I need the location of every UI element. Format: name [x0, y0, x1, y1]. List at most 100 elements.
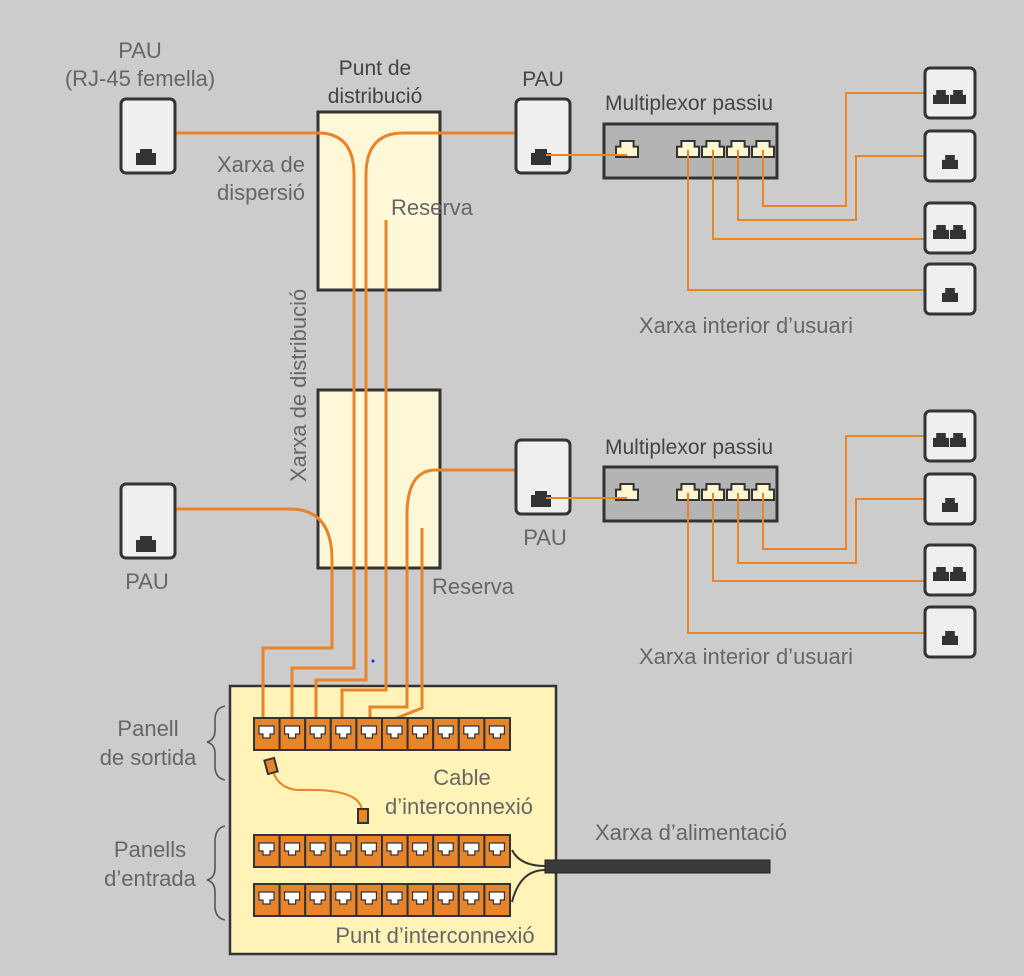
- patch-port[interactable]: [381, 834, 409, 868]
- user-outlet-single[interactable]: [923, 262, 977, 316]
- patch-port[interactable]: [483, 717, 511, 751]
- user-outlets: [923, 66, 977, 659]
- stray-dot: [371, 659, 375, 663]
- user-outlet-single[interactable]: [923, 605, 977, 659]
- label-input-panels-1: Panells: [114, 837, 186, 862]
- patch-port[interactable]: [355, 883, 383, 917]
- patch-port[interactable]: [278, 883, 307, 917]
- patch-cable-plug-icon: [357, 808, 369, 824]
- pau-top-right[interactable]: [514, 97, 572, 175]
- mux-output-port[interactable]: [676, 483, 700, 501]
- mux-input-port[interactable]: [615, 483, 639, 501]
- rj45-socket-icon: [258, 891, 275, 905]
- mux-output-port[interactable]: [751, 140, 775, 158]
- pau-top-left[interactable]: [119, 97, 177, 175]
- rj45-socket-icon: [335, 725, 352, 739]
- rj45-socket-icon: [258, 842, 275, 856]
- mux-output-port[interactable]: [701, 140, 725, 158]
- cable-mux-to-outlet: [762, 92, 925, 207]
- rj45-jack-icon: [136, 149, 156, 165]
- patch-port[interactable]: [457, 883, 486, 917]
- label-user-network-top: Xarxa interior d’usuari: [639, 313, 853, 338]
- cable-pau-mid-left: [175, 507, 334, 720]
- patch-port[interactable]: [432, 883, 460, 917]
- patch-port[interactable]: [381, 717, 409, 751]
- cable-reserve-mid: [391, 528, 424, 722]
- label-interconnection-point: Punt d’interconnexió: [335, 923, 534, 948]
- mux-input-port[interactable]: [615, 140, 639, 158]
- label-pau-mid-left: PAU: [125, 569, 169, 594]
- patch-port[interactable]: [278, 717, 307, 751]
- rj45-jack-icon: [942, 498, 958, 512]
- patch-port[interactable]: [457, 834, 486, 868]
- rj45-socket-icon: [488, 725, 505, 739]
- feeder-cable-trunk: [544, 859, 771, 874]
- label-pau-mid-right: PAU: [523, 525, 567, 550]
- patch-port[interactable]: [432, 834, 460, 868]
- rj45-socket-icon: [386, 891, 403, 905]
- rj45-jack-icon: [933, 225, 949, 239]
- cable-mux-to-outlet: [762, 435, 925, 550]
- label-dispersion-network-1: Xarxa de: [217, 152, 305, 177]
- rj45-jack-icon: [942, 288, 958, 302]
- label-user-network-mid: Xarxa interior d’usuari: [639, 644, 853, 669]
- patch-port[interactable]: [381, 883, 409, 917]
- user-outlet-single[interactable]: [923, 129, 977, 183]
- pau-mid-right[interactable]: [514, 438, 572, 516]
- mux-output-port[interactable]: [701, 483, 725, 501]
- cable-dispersion-right: [314, 131, 516, 720]
- distribution-point-mid: [316, 388, 442, 570]
- user-outlet-double[interactable]: [923, 543, 977, 597]
- mux-output-port[interactable]: [751, 483, 775, 501]
- multiplexor-top: [602, 122, 779, 180]
- multiplexor-mid: [602, 465, 779, 523]
- rj45-socket-icon: [309, 891, 326, 905]
- label-pau-top-right: PAU: [522, 68, 564, 91]
- patch-port[interactable]: [432, 717, 460, 751]
- cable-mux-to-outlet: [687, 493, 925, 634]
- patch-port[interactable]: [329, 883, 358, 917]
- mux-output-port[interactable]: [726, 483, 750, 501]
- user-outlet-double[interactable]: [923, 66, 977, 120]
- user-outlet-double[interactable]: [923, 201, 977, 255]
- patch-port[interactable]: [329, 717, 358, 751]
- brace-input-panels: [206, 825, 226, 921]
- patch-port[interactable]: [304, 883, 332, 917]
- rj45-socket-icon: [463, 891, 480, 905]
- patch-port[interactable]: [406, 717, 435, 751]
- feeder-wire: [511, 849, 546, 867]
- rj45-socket-icon: [412, 725, 429, 739]
- patch-port[interactable]: [406, 883, 435, 917]
- mux-output-port[interactable]: [676, 140, 700, 158]
- mux-output-port[interactable]: [726, 140, 750, 158]
- patch-port[interactable]: [329, 834, 358, 868]
- cables-mid: [175, 468, 516, 722]
- rj45-jack-icon: [933, 567, 949, 581]
- label-feeder-network: Xarxa d’alimentació: [595, 820, 787, 845]
- cable-mux-to-outlet: [737, 150, 925, 221]
- rj45-jack-icon: [950, 90, 966, 104]
- label-reserve-mid: Reserva: [432, 574, 515, 599]
- user-outlet-double[interactable]: [923, 409, 977, 463]
- patch-port[interactable]: [355, 834, 383, 868]
- rj45-socket-icon: [335, 842, 352, 856]
- patch-port[interactable]: [278, 834, 307, 868]
- patch-port[interactable]: [483, 883, 511, 917]
- label-distribution-point-1: Punt de: [339, 57, 411, 80]
- pau-mid-left[interactable]: [119, 482, 177, 560]
- patch-cable-plug-icon: [263, 756, 279, 776]
- patch-port[interactable]: [253, 834, 281, 868]
- patch-port[interactable]: [304, 717, 332, 751]
- patch-port[interactable]: [355, 717, 383, 751]
- label-patch-cable-2: d’interconnexió: [385, 794, 533, 819]
- user-outlet-single[interactable]: [923, 472, 977, 526]
- patch-port[interactable]: [483, 834, 511, 868]
- patch-port[interactable]: [457, 717, 486, 751]
- patch-port[interactable]: [253, 883, 281, 917]
- rj45-socket-icon: [437, 891, 454, 905]
- patch-port[interactable]: [304, 834, 332, 868]
- patch-port[interactable]: [253, 717, 281, 751]
- rj45-socket-icon: [335, 891, 352, 905]
- label-pau-rj45: (RJ-45 femella): [65, 66, 215, 91]
- patch-port[interactable]: [406, 834, 435, 868]
